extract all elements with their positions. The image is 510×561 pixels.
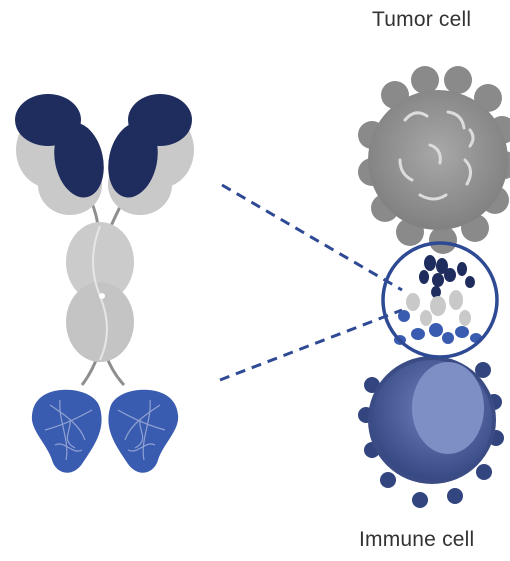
binding-lobe-left	[32, 390, 102, 473]
zoom-line-bottom	[220, 310, 402, 380]
binding-lobe-right	[108, 390, 178, 473]
antibody-icon	[15, 94, 194, 473]
binding-interface	[394, 255, 482, 345]
fab-arm-left	[15, 94, 110, 215]
fab-arm-right	[102, 94, 194, 215]
tumor-cell-icon	[358, 66, 510, 254]
fc-region	[66, 222, 134, 362]
tumor-cell-label: Tumor cell	[372, 8, 471, 32]
nucleus	[412, 362, 484, 454]
immune-cell-icon	[358, 356, 504, 508]
immune-cell-label: Immune cell	[359, 528, 474, 552]
